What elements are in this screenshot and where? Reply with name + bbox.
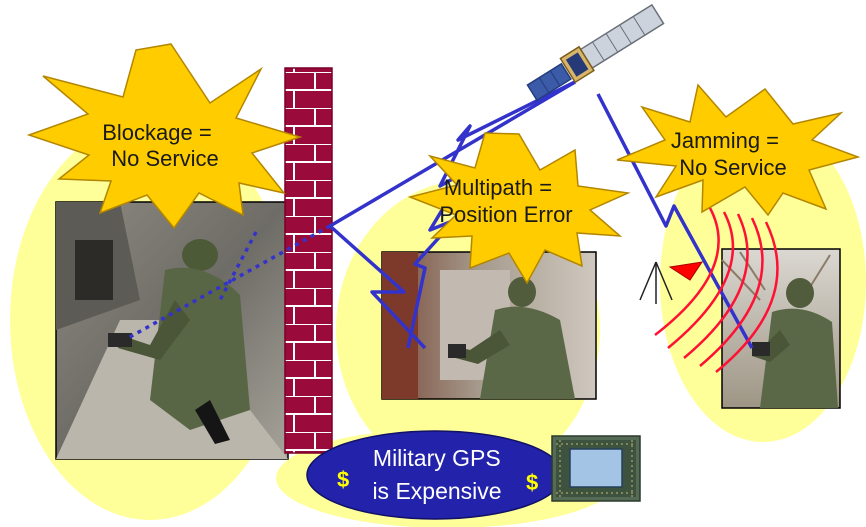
blockage-line2: No Service (111, 146, 219, 171)
burst-blockage: Blockage = No Service (26, 43, 303, 230)
photo-multipath (381, 251, 597, 400)
gps-module-icon (551, 435, 641, 502)
photo-jamming (721, 248, 841, 409)
brick-wall (284, 67, 333, 454)
dollar-right: $ (526, 470, 538, 495)
jamming-line1: Jamming = (671, 128, 779, 153)
svg-text:Jamming = No Service: Jamming = No Service (671, 128, 787, 180)
svg-text:Blockage = No Service: Blockage = No Service (102, 120, 219, 171)
svg-text:Multipath = Position Err: Multipath = Position Error (439, 175, 572, 227)
signal-reflected (328, 224, 427, 350)
blockage-line1: Blockage = (102, 120, 211, 145)
burst-jamming: Jamming = No Service (616, 83, 861, 217)
cost-line1: Military GPS (373, 445, 501, 471)
cost-line2: is Expensive (372, 478, 501, 504)
jamming-waves (654, 207, 779, 373)
multipath-line1: Multipath = (444, 175, 552, 200)
svg-text:Military GPS is Expensiv: Military GPS is Expensive (372, 445, 507, 504)
blocked-signal (127, 224, 331, 340)
photo-blockage (55, 201, 289, 460)
signal-blocked-path (329, 80, 576, 228)
jamming-line2: No Service (679, 155, 787, 180)
burst-multipath: Multipath = Position Error (407, 132, 631, 285)
multipath-line2: Position Error (439, 202, 572, 227)
dollar-left: $ (337, 467, 349, 492)
cost-callout: Military GPS is Expensive $ $ (306, 430, 564, 520)
satellite-icon (526, 3, 665, 102)
antenna-icon (639, 261, 704, 304)
